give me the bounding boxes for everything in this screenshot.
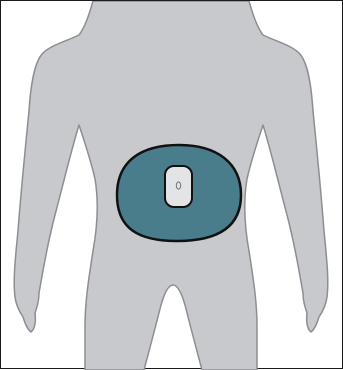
navel-exclusion-area	[165, 166, 192, 207]
